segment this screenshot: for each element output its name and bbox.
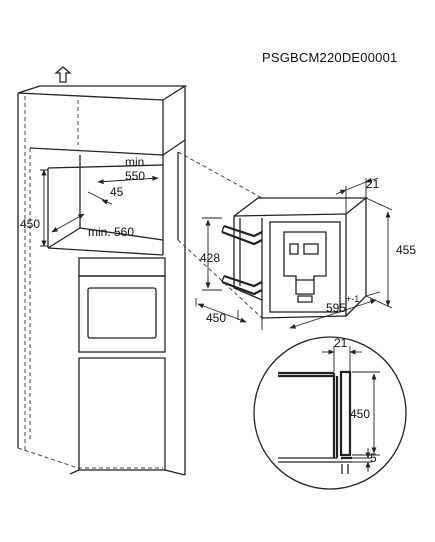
- niche-min-depth-label: min. 560: [88, 225, 134, 239]
- projection-lines: [177, 151, 263, 319]
- niche-min-width-value: 550: [125, 169, 145, 183]
- appliance-depth-label: 450: [206, 311, 226, 325]
- up-arrow-icon: [54, 66, 72, 83]
- oven: [78, 257, 166, 353]
- niche-min-label: min.: [125, 155, 148, 169]
- niche: [47, 152, 179, 256]
- lower-door: [69, 357, 186, 476]
- detail-view: 21 450 5: [253, 336, 407, 490]
- coffee-machine: [221, 197, 368, 319]
- niche-dimensions: 450 min. 550 45 min. 560: [20, 155, 159, 247]
- detail-gap-label: 5: [370, 451, 377, 465]
- niche-height-label: 450: [20, 217, 40, 231]
- tall-cabinet: [17, 85, 188, 476]
- appliance-dimensions: 21 455 428 450 595 +-1: [195, 177, 416, 330]
- appliance-width-label: 595: [326, 301, 346, 315]
- detail-offset-label: 21: [334, 336, 348, 350]
- appliance-depth-top-label: 21: [366, 177, 380, 191]
- detail-height-label: 450: [350, 407, 370, 421]
- document-code: PSGBCM220DE00001: [262, 50, 398, 65]
- appliance-height-outer-label: 455: [396, 243, 416, 257]
- appliance-height-inner-label: 428: [200, 251, 220, 265]
- appliance-width-tolerance: +-1: [346, 294, 359, 304]
- niche-inset-label: 45: [110, 185, 124, 199]
